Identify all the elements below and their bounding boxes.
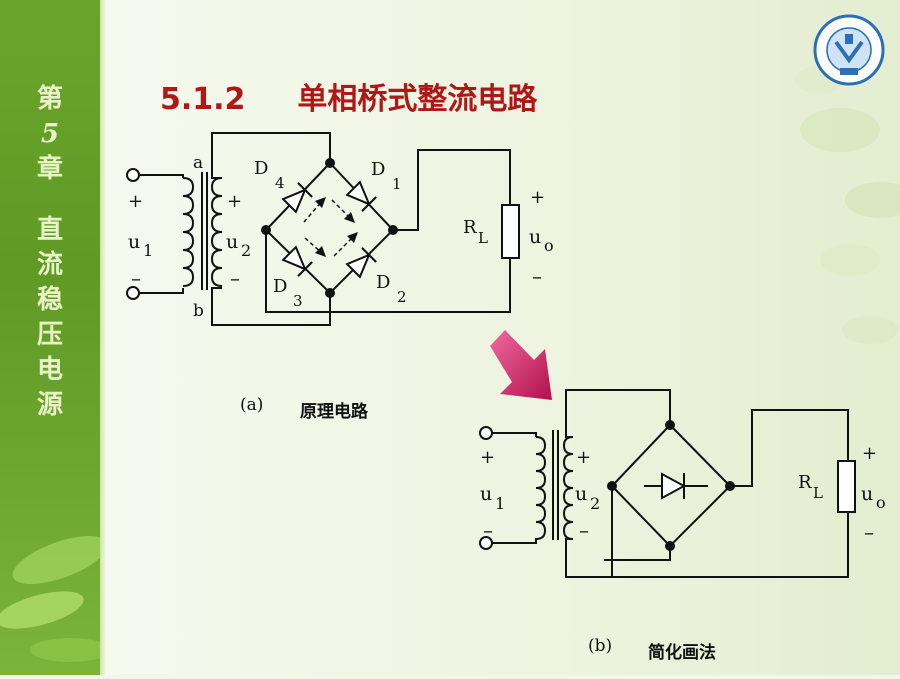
b-u1-subscript: 1 <box>495 494 505 513</box>
b-plus-o-label: + <box>862 443 877 464</box>
secondary-winding <box>210 177 223 287</box>
b-uo-subscript: o <box>876 493 886 512</box>
leaf-decoration <box>795 66 900 344</box>
sidebar-edge <box>100 0 106 675</box>
load-resistor-b <box>837 460 856 513</box>
plus-1-label: + <box>128 191 143 212</box>
d1-label: D <box>371 159 385 180</box>
topic-char: 流 <box>36 250 63 280</box>
b-rl-subscript: L <box>813 484 823 502</box>
plus-2-label: + <box>227 191 242 212</box>
b-minus-o-label: – <box>864 520 874 544</box>
d3-label: D <box>273 276 287 297</box>
figure-a-caption: 原理电路 <box>300 402 368 422</box>
b-u2-label: u <box>575 483 587 505</box>
b-u2-subscript: 2 <box>590 494 600 513</box>
topic-char: 源 <box>36 390 63 420</box>
minus-2-label: – <box>230 266 240 290</box>
terminal-1 <box>126 168 140 182</box>
transition-arrow <box>490 330 552 400</box>
figure-b-tag: (b) <box>588 636 613 656</box>
circuit-a <box>126 132 520 326</box>
figure-b-caption: 简化画法 <box>648 643 716 663</box>
uo-label: u <box>529 226 541 248</box>
secondary-winding-b <box>562 436 574 540</box>
u1-subscript: 1 <box>143 241 153 260</box>
bridge-outline <box>264 161 395 295</box>
sidebar: 第 5 章 直 流 稳 压 电 源 <box>0 0 100 675</box>
u2-label: u <box>226 231 238 253</box>
minus-o-label: – <box>532 264 542 288</box>
chapter-char: 第 <box>36 84 63 114</box>
primary-winding <box>182 177 195 287</box>
diodes-a <box>281 180 377 279</box>
topic-char: 电 <box>36 355 63 385</box>
node-b-label: b <box>193 301 204 321</box>
topic-char: 直 <box>36 215 63 245</box>
page-title: 5.1.2 单相桥式整流电路 <box>160 74 537 118</box>
diode-d3 <box>281 245 313 277</box>
figure-a-tag: (a) <box>240 395 264 415</box>
chapter-char: 5 <box>40 119 60 149</box>
d4-label: D <box>254 158 268 179</box>
title-text: 单相桥式整流电路 <box>297 82 538 117</box>
b-u1-label: u <box>480 483 492 505</box>
b-plus-2-label: + <box>576 447 591 468</box>
node-a-label: a <box>193 153 203 173</box>
minus-1-label: – <box>131 266 141 290</box>
u2-subscript: 2 <box>241 241 251 260</box>
bridge-diode-symbol <box>644 472 708 500</box>
d4-subscript: 4 <box>275 174 285 192</box>
terminal-b1 <box>479 426 493 440</box>
plus-o-label: + <box>530 187 545 208</box>
chapter-label: 第 5 章 直 流 稳 压 电 源 <box>30 82 70 423</box>
rl-label: R <box>463 217 477 238</box>
current-arrows <box>303 199 356 257</box>
diode-d1 <box>345 180 377 212</box>
u1-label: u <box>128 231 140 253</box>
chapter-char: 章 <box>36 154 63 184</box>
primary-winding-b <box>535 436 547 540</box>
topic-char: 稳 <box>36 285 63 315</box>
nodes-a <box>261 158 398 298</box>
topic-char: 压 <box>36 320 63 350</box>
section-number: 5.1.2 <box>160 82 246 117</box>
b-uo-label: u <box>861 483 873 505</box>
b-minus-1-label: – <box>483 518 493 542</box>
d1-subscript: 1 <box>392 175 402 193</box>
b-minus-2-label: – <box>579 518 589 542</box>
b-plus-1-label: + <box>480 447 495 468</box>
diode-d2 <box>345 247 377 279</box>
load-resistor-a <box>501 204 520 259</box>
school-logo <box>813 14 885 86</box>
uo-subscript: o <box>544 236 554 255</box>
d2-subscript: 2 <box>397 288 407 306</box>
sidebar-leaf-decoration <box>0 535 100 662</box>
nodes-b <box>607 420 735 551</box>
b-rl-label: R <box>798 472 812 493</box>
current-arrowheads <box>315 197 358 257</box>
d3-subscript: 3 <box>293 292 303 310</box>
circuit-b <box>479 389 856 578</box>
d2-label: D <box>376 272 390 293</box>
rl-subscript: L <box>478 229 488 247</box>
diode-d4 <box>281 182 313 214</box>
